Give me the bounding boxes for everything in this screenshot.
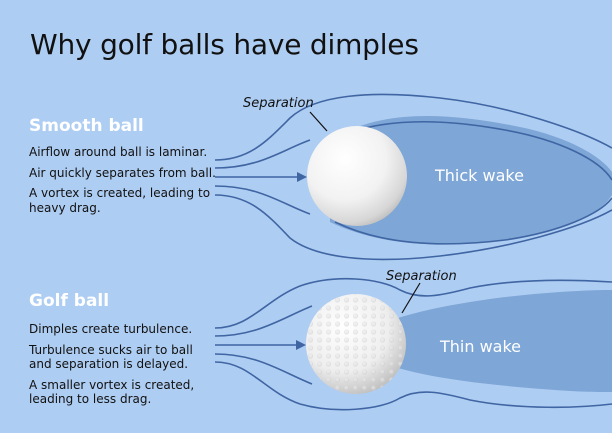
smooth-ball-description: Airflow around ball is laminar. Air quic… <box>29 145 219 221</box>
thin-wake-label: Thin wake <box>439 337 521 356</box>
golf-line-1: Dimples create turbulence. <box>29 322 193 336</box>
streamline-top-outer <box>214 93 612 161</box>
streamline-bottom-inner <box>214 185 311 215</box>
smooth-line-3: A vortex is created, leading to heavy dr… <box>29 186 211 215</box>
golf-ball-heading: Golf ball <box>29 291 110 311</box>
thin-wake-region <box>398 290 612 392</box>
thick-wake-region <box>330 115 612 245</box>
separation-pointer-smooth <box>309 111 328 132</box>
golf-ball-diagram: Separation Thin wake <box>214 269 612 411</box>
wake-outline-line <box>334 121 612 181</box>
wake-outline-line-lower <box>334 197 612 245</box>
page-title: Why golf balls have dimples <box>30 28 419 61</box>
separation-pointer-golf <box>401 282 421 314</box>
golf-streamline-bottom-outer <box>214 361 612 411</box>
golf-line-2: Turbulence sucks air to ball and separat… <box>29 342 193 372</box>
golf-flow-arrow-head <box>296 340 306 350</box>
smooth-ball-heading: Smooth ball <box>29 116 144 136</box>
smooth-line-1: Airflow around ball is laminar. <box>29 145 208 159</box>
streamline-bottom-outer <box>214 194 612 261</box>
streamline-top-inner <box>214 139 311 169</box>
golf-line-3: A smaller vortex is created, leading to … <box>29 377 195 407</box>
golf-streamline-top-outer <box>214 278 612 329</box>
smooth-ball <box>307 126 407 226</box>
golf-ball <box>306 294 406 394</box>
smooth-ball-diagram: Separation Thick wake <box>214 93 612 261</box>
separation-label-smooth: Separation <box>243 96 314 111</box>
thick-wake-label: Thick wake <box>434 166 524 185</box>
golf-streamline-bottom-inner <box>214 353 313 385</box>
smooth-line-2: Air quickly separates from ball. <box>29 165 216 180</box>
golf-streamline-top-inner <box>214 305 313 337</box>
flow-arrow-head <box>297 172 307 182</box>
golf-ball-description: Dimples create turbulence. Turbulence su… <box>29 322 219 413</box>
separation-label-golf: Separation <box>386 269 457 284</box>
